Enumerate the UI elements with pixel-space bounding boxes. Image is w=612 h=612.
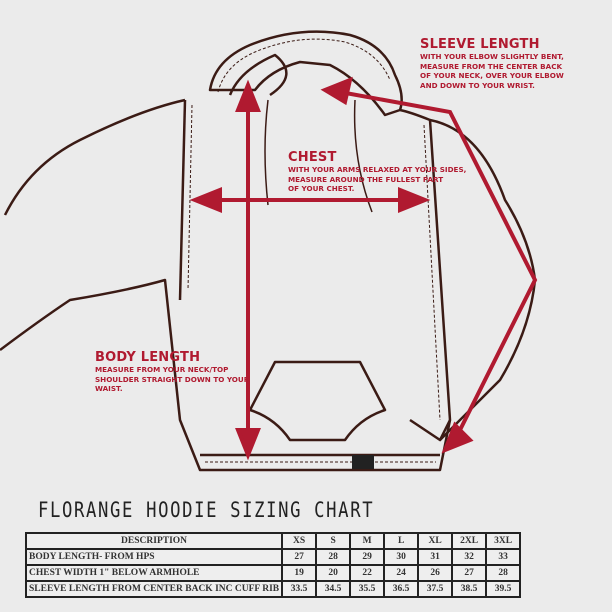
cell: 37.5: [417, 580, 454, 598]
annotation-line: WAIST.: [95, 384, 123, 393]
cell: 35.5: [349, 580, 386, 598]
cell: 27: [451, 564, 488, 582]
cell: 31: [417, 548, 454, 566]
cell: 32: [451, 548, 488, 566]
annotation-line: OF YOUR NECK, OVER YOUR ELBOW: [420, 71, 564, 80]
row-label: BODY LENGTH- FROM HPS: [24, 548, 284, 566]
header-size: 3XL: [485, 532, 522, 550]
sleeve-length-annotation: SLEEVE LENGTH WITH YOUR ELBOW SLIGHTLY B…: [420, 37, 564, 90]
annotation-line: MEASURE FROM YOUR NECK/TOP: [95, 365, 229, 374]
hoodie-outline: [0, 30, 537, 472]
header-description: DESCRIPTION: [24, 532, 284, 550]
body-length-annotation: BODY LENGTH MEASURE FROM YOUR NECK/TOP S…: [95, 350, 249, 394]
cell: 20: [315, 564, 352, 582]
measurement-arrows: [189, 76, 538, 461]
cell: 36.5: [383, 580, 420, 598]
brand-tag: [352, 455, 374, 469]
stitching: [187, 38, 441, 463]
row-label: CHEST WIDTH 1" BELOW ARMHOLE: [24, 564, 284, 582]
annotation-line: OF YOUR CHEST.: [288, 184, 355, 193]
cell: 39.5: [485, 580, 522, 598]
table-row: SLEEVE LENGTH FROM CENTER BACK INC CUFF …: [24, 580, 522, 598]
annotation-line: WITH YOUR ARMS RELAXED AT YOUR SIDES,: [288, 165, 467, 174]
cell: 33: [485, 548, 522, 566]
header-size: 2XL: [451, 532, 488, 550]
table-row: BODY LENGTH- FROM HPS 27 28 29 30 31 32 …: [24, 548, 522, 566]
header-size: S: [315, 532, 352, 550]
chest-heading: CHEST: [288, 150, 337, 165]
annotation-line: MEASURE AROUND THE FULLEST PART: [288, 174, 444, 184]
cell: 28: [485, 564, 522, 582]
chest-annotation: CHEST WITH YOUR ARMS RELAXED AT YOUR SID…: [288, 150, 466, 194]
table-row: CHEST WIDTH 1" BELOW ARMHOLE 19 20 22 24…: [24, 564, 522, 582]
cell: 24: [383, 564, 420, 582]
header-size: XS: [281, 532, 318, 550]
cell: 29: [349, 548, 386, 566]
hoodie-illustration: [0, 30, 538, 472]
annotation-line: AND DOWN TO YOUR WRIST.: [420, 80, 535, 90]
cell: 27: [281, 548, 318, 566]
header-size: L: [383, 532, 420, 550]
annotation-line: MEASURE FROM THE CENTER BACK: [420, 61, 563, 71]
annotation-line: SHOULDER STRAIGHT DOWN TO YOUR: [95, 374, 250, 384]
body-length-heading: BODY LENGTH: [95, 350, 201, 365]
sleeve-length-heading: SLEEVE LENGTH: [420, 37, 540, 52]
cell: 22: [349, 564, 386, 582]
header-size: XL: [417, 532, 454, 550]
chart-title: FLORANGE HOODIE SIZING CHART: [38, 498, 375, 522]
cell: 28: [315, 548, 352, 566]
cell: 34.5: [315, 580, 352, 598]
cell: 26: [417, 564, 454, 582]
table-header-row: DESCRIPTION XS S M L XL 2XL 3XL: [24, 532, 522, 550]
cell: 19: [281, 564, 318, 582]
row-label: SLEEVE LENGTH FROM CENTER BACK INC CUFF …: [24, 580, 284, 598]
annotation-line: WITH YOUR ELBOW SLIGHTLY BENT,: [420, 52, 564, 61]
header-size: M: [349, 532, 386, 550]
cell: 33.5: [281, 580, 318, 598]
sizing-table: DESCRIPTION XS S M L XL 2XL 3XL BODY LEN…: [24, 532, 522, 598]
cell: 30: [383, 548, 420, 566]
cell: 38.5: [451, 580, 488, 598]
